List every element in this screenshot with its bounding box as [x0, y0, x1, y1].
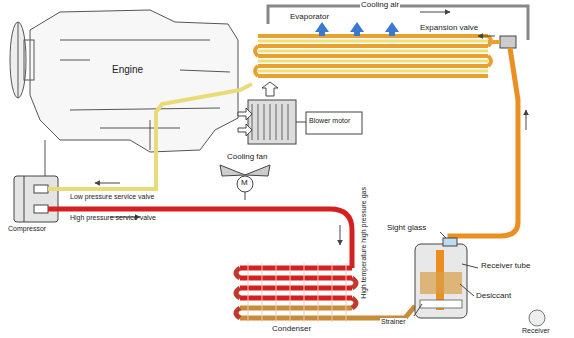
part-label: Low pressure service valve: [70, 193, 154, 201]
flow-label: Cooling air: [360, 1, 400, 10]
motor-symbol: M: [241, 179, 248, 188]
high-pressure-pipe: [48, 209, 352, 268]
liquid-pipe: [450, 48, 518, 244]
part-label: Strainer: [380, 318, 407, 326]
part-label: Compressor: [8, 225, 46, 233]
part-label: Expansion valve: [420, 24, 478, 33]
receiver-drawing: [414, 232, 545, 326]
blue-airflow-arrows: [315, 22, 399, 36]
expansion-valve-drawing: [478, 36, 516, 48]
cooling-fan-drawing: [220, 165, 270, 200]
part-label: Engine: [112, 64, 143, 75]
part-label: Receiver: [522, 327, 550, 335]
part-label: Receiver tube: [481, 262, 530, 271]
part-label: Blower motor: [309, 117, 350, 125]
part-label: Sight glass: [386, 224, 427, 233]
part-label: High pressure service valve: [70, 214, 156, 222]
evaporator-drawing: [255, 36, 491, 76]
condenser-drawing: [236, 263, 356, 322]
condenser-outlet-pipe: [352, 306, 415, 318]
part-label: Cooling fan: [227, 153, 267, 162]
part-label: Evaporator: [290, 13, 329, 22]
compressor-drawing: [14, 176, 58, 222]
flow-label: High temperature high pressure gas: [360, 186, 368, 300]
part-label: Desiccant: [476, 292, 511, 301]
blower-drawing: [238, 82, 362, 144]
part-label: Condenser: [272, 325, 311, 334]
